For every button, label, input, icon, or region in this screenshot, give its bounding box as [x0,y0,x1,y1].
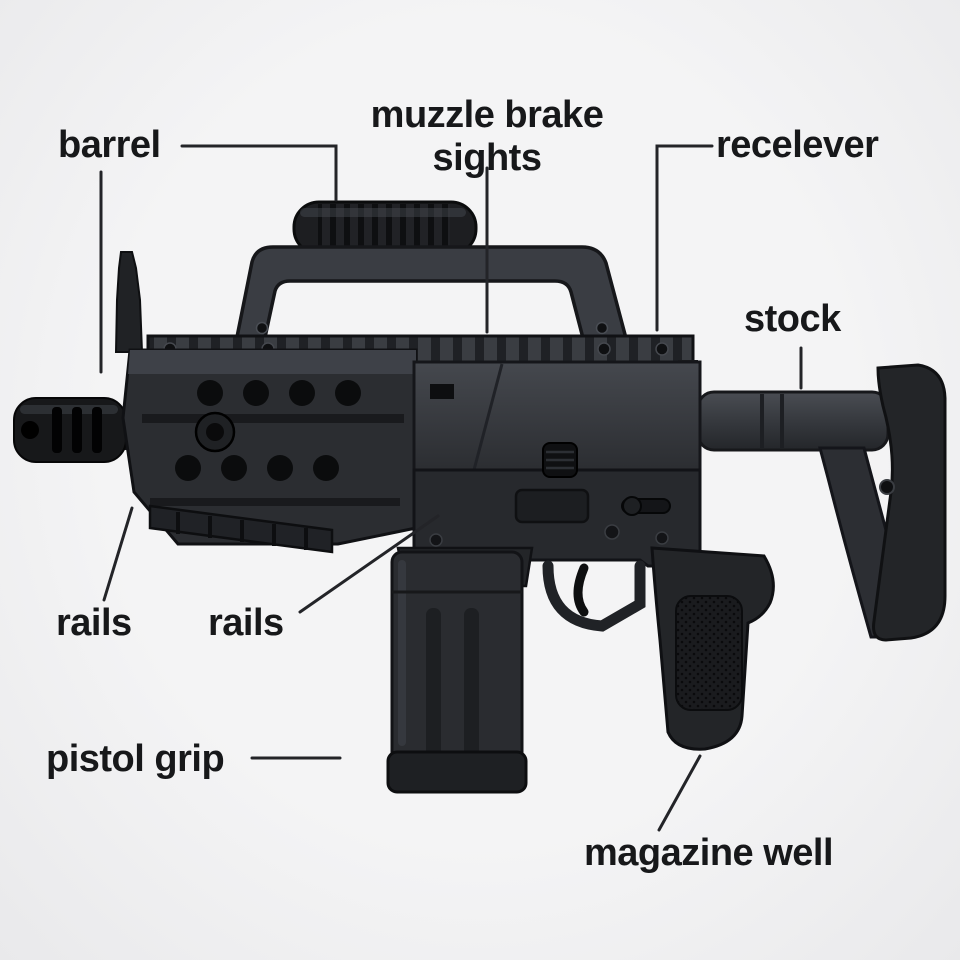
leader-line-rails-left [102,506,134,602]
label-muzzle-brake-sights: muzzle brake sights [334,94,640,179]
handle-screw [255,321,269,335]
leader-line-rails-mid [298,514,440,614]
stock-screw [879,479,895,495]
carry-handle-group [233,200,630,344]
carry-handle [233,245,630,344]
receiver-pin [655,531,669,545]
ejection-port [514,488,590,524]
receiver-pin [429,533,443,547]
label-magazine-well: magazine well [584,832,834,874]
handguard-groove [150,498,400,506]
handguard [121,348,418,554]
trigger-guard [542,560,646,632]
grip-texture [675,595,743,711]
label-muzzle-brake-line1: muzzle brake [370,94,604,136]
leader-line-barrel [180,144,338,202]
buffer-tube [696,390,890,452]
receiver-detail-block [430,384,454,399]
label-rails-left: rails [56,602,132,644]
stock-group [696,363,947,642]
receiver-pin [604,524,620,540]
front-sight [114,251,144,353]
magazine-baseplate [386,750,528,794]
magazine-ridge [426,608,441,758]
leader-line-magazine-well [657,754,702,832]
label-muzzle-brake-line2: sights [432,136,542,179]
top-cylinder [292,200,478,256]
label-receiver: recelever [716,124,879,166]
leader-line-receiver [655,144,714,332]
handle-screw [595,321,609,335]
handguard-groove [142,414,404,423]
label-stock: stock [744,298,841,340]
magazine [386,550,528,794]
label-barrel: barrel [58,124,161,166]
selector-lever [621,496,671,516]
pistol-grip [650,546,775,751]
label-pistol-grip: pistol grip [46,738,225,780]
stock-butt [872,363,947,642]
charging-knob [542,442,578,478]
magazine-ridge [464,608,479,758]
trigger [573,563,589,617]
rail-screw [655,342,669,356]
label-rails-mid: rails [208,602,284,644]
rail-screw [597,342,611,356]
